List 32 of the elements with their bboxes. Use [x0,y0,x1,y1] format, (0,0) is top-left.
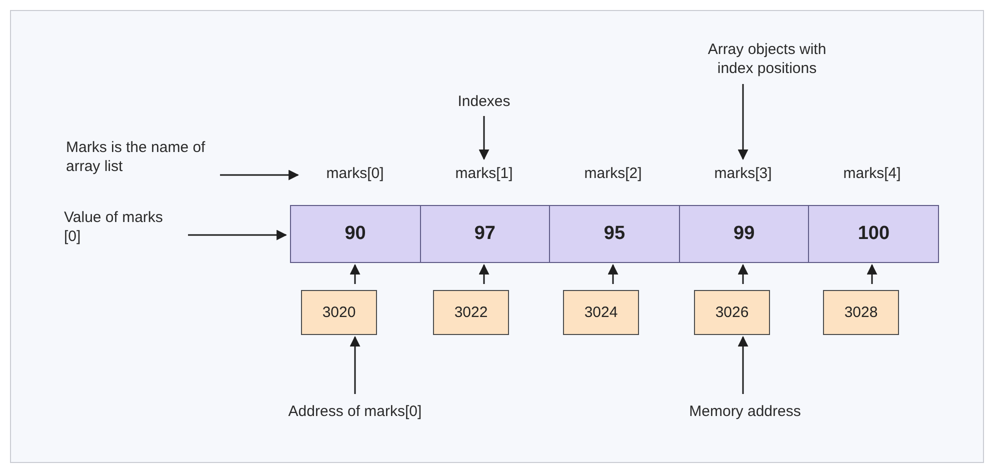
arrow [608,264,618,284]
arrow [220,170,300,180]
address-box: 3028 [823,290,899,335]
index-label: marks[0] [302,163,408,183]
address-box: 3026 [694,290,770,335]
index-label: marks[4] [819,163,925,183]
address-box: 3022 [433,290,509,335]
address-box: 3020 [301,290,377,335]
annotation-text: Array objects with index positions [692,38,842,80]
annotation-text: Value of marks [0] [64,206,174,248]
arrow [478,264,490,284]
arrow [866,264,878,284]
index-label: marks[1] [431,163,537,183]
index-label: marks[2] [560,163,666,183]
array-cell: 90 [290,205,421,263]
annotation-text: Address of marks[0] [244,400,466,422]
index-label: marks[3] [690,163,796,183]
address-box: 3024 [563,290,639,335]
annotation-text: Marks is the name of array list [66,136,206,178]
annotation-text: Memory address [652,400,838,422]
arrow [738,264,748,284]
array-cell: 97 [420,205,550,263]
array-cell: 100 [808,205,939,263]
arrow [350,336,360,394]
array-cell: 99 [678,205,810,263]
arrow [188,230,288,240]
array-cell: 95 [549,205,680,263]
arrow [350,264,360,284]
arrow [738,336,748,394]
arrow [738,84,748,160]
annotation-text: Indexes [440,90,528,112]
arrow [478,116,490,160]
